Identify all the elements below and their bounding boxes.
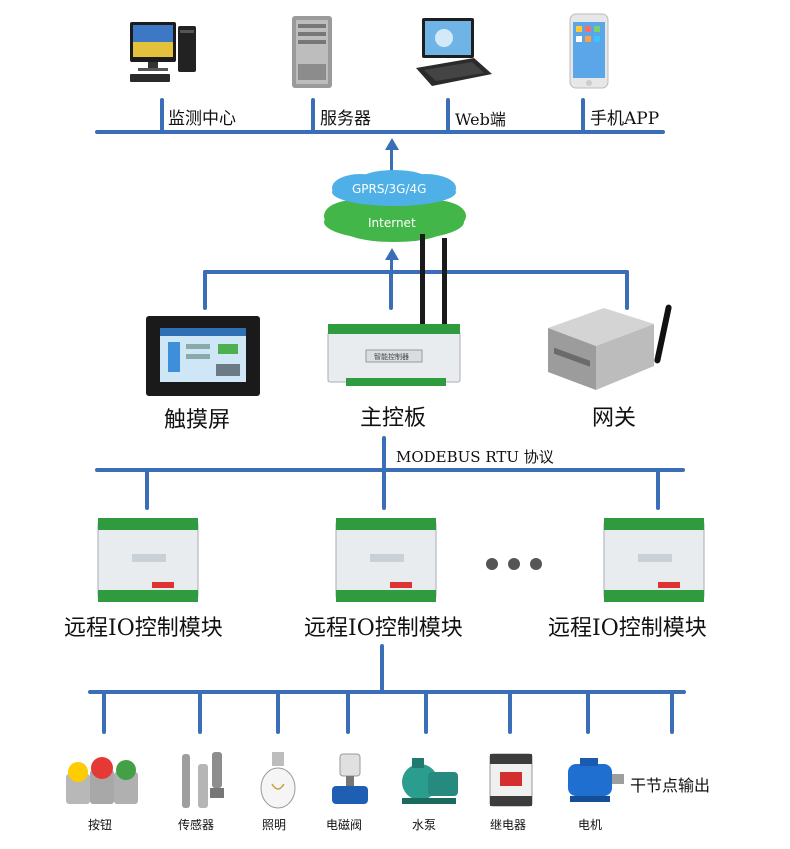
label-server: 服务器 — [320, 109, 371, 129]
label-solenoid-valve: 电磁阀 — [326, 818, 363, 832]
cloud-label-internet: Internet — [368, 216, 416, 230]
sensor-icon — [176, 750, 226, 812]
connector-sensor — [198, 690, 202, 734]
label-web: Web端 — [455, 110, 506, 129]
label-remote-io-1: 远程IO控制模块 — [64, 616, 223, 641]
field-bus — [88, 690, 686, 694]
connector-main-board — [389, 270, 393, 310]
laptop-icon — [414, 16, 494, 88]
protocol-link-line — [382, 436, 386, 470]
electric-motor-icon — [562, 756, 626, 806]
gateway-icon — [544, 300, 684, 396]
remote-io-module-icon-1 — [92, 514, 204, 606]
field-link-line — [380, 644, 384, 692]
touch-screen-icon — [146, 316, 260, 396]
label-app: 手机APP — [590, 109, 660, 129]
main-board-icon — [326, 232, 462, 390]
remote-io-module-icon-2 — [330, 514, 442, 606]
connector-io-3 — [656, 468, 660, 510]
label-gateway: 网关 — [592, 406, 637, 431]
connector-server — [311, 98, 315, 132]
label-sensor: 传感器 — [178, 818, 215, 832]
uplink-arrow-icon — [385, 138, 399, 150]
connector-io-1 — [145, 468, 149, 510]
monitor-pc-icon — [128, 20, 200, 88]
connector-lighting — [276, 690, 280, 734]
mobile-phone-icon — [568, 12, 610, 90]
label-main-board: 主控板 — [360, 406, 427, 431]
connector-motor — [586, 690, 590, 734]
more-modules-ellipsis-icon — [486, 558, 542, 570]
connector-io-2 — [382, 468, 386, 510]
modbus-bus — [95, 468, 685, 472]
connector-dry-contact — [670, 690, 674, 734]
top-bus — [95, 130, 665, 134]
cloud-link-line — [390, 258, 393, 272]
light-bulb-icon — [258, 752, 298, 812]
connector-web — [446, 98, 450, 132]
connector-relay — [508, 690, 512, 734]
label-protocol: MODEBUS RTU 协议 — [396, 448, 554, 466]
relay-icon — [486, 748, 536, 810]
label-motor: 电机 — [578, 818, 603, 832]
main-board-nameplate: 智能控制器 — [374, 353, 409, 361]
connector-touch-screen — [203, 270, 207, 310]
label-lighting: 照明 — [262, 818, 287, 832]
server-icon — [288, 14, 338, 90]
connector-solenoid-valve — [346, 690, 350, 734]
cloud-label-gprs: GPRS/3G/4G — [352, 182, 427, 196]
label-dry-contact: 干节点输出 — [630, 776, 711, 795]
push-button-icon — [64, 752, 140, 810]
remote-io-module-icon-3 — [598, 514, 710, 606]
connector-gateway — [625, 270, 629, 310]
connector-monitor — [160, 98, 164, 132]
label-touch-screen: 触摸屏 — [164, 408, 231, 433]
label-button: 按钮 — [88, 818, 113, 832]
label-monitor-center: 监测中心 — [168, 109, 236, 129]
middle-bus — [203, 270, 629, 274]
label-remote-io-3: 远程IO控制模块 — [548, 616, 707, 641]
connector-app — [581, 98, 585, 132]
label-remote-io-2: 远程IO控制模块 — [304, 616, 463, 641]
internet-cloud-icon — [324, 170, 466, 242]
label-water-pump: 水泵 — [412, 818, 437, 832]
connector-button — [102, 690, 106, 734]
uplink-line — [390, 146, 393, 172]
label-relay: 继电器 — [490, 818, 527, 832]
cloud-link-arrow-icon — [385, 248, 399, 260]
connector-water-pump — [424, 690, 428, 734]
water-pump-icon — [398, 756, 460, 806]
solenoid-valve-icon — [330, 752, 370, 812]
